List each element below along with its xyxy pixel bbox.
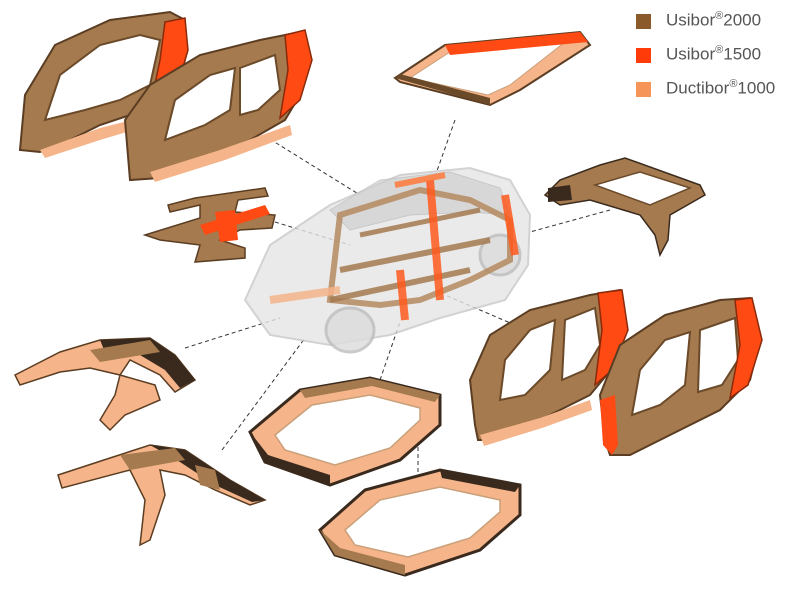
legend-item-usibor-2000: Usibor®2000 xyxy=(631,8,796,42)
roof-frame xyxy=(393,30,592,107)
door-ring-lower xyxy=(318,468,522,577)
rear-rail-assembly xyxy=(543,157,706,258)
legend-swatch-usibor-2000 xyxy=(636,14,651,29)
legend-label-usibor-1500: Usibor®1500 xyxy=(666,44,762,64)
legend-label-usibor-2000: Usibor®2000 xyxy=(666,10,762,30)
car-body-ghost xyxy=(243,166,532,354)
legend-label-ductibor-1000: Ductibor®1000 xyxy=(666,78,776,98)
roof-rail-pillar-upper xyxy=(13,337,197,432)
legend-item-usibor-1500: Usibor®1500 xyxy=(631,42,796,76)
side-frame-lower-left xyxy=(468,288,629,446)
side-frame-lower-right xyxy=(598,296,763,456)
roof-rail-pillar-lower xyxy=(57,444,267,547)
side-frame-upper-right xyxy=(123,29,313,182)
material-legend: Usibor®2000 Usibor®1500 Ductibor®1000 xyxy=(631,8,796,110)
legend-item-ductibor-1000: Ductibor®1000 xyxy=(631,76,796,110)
door-ring-upper xyxy=(248,376,442,487)
leader-rear-rail xyxy=(529,209,611,233)
legend-swatch-ductibor-1000 xyxy=(636,82,651,97)
leader-pillar-upper xyxy=(184,317,281,349)
leader-pillar-lower xyxy=(221,337,306,451)
legend-swatch-usibor-1500 xyxy=(636,48,651,63)
floor-crossmember xyxy=(142,187,276,263)
